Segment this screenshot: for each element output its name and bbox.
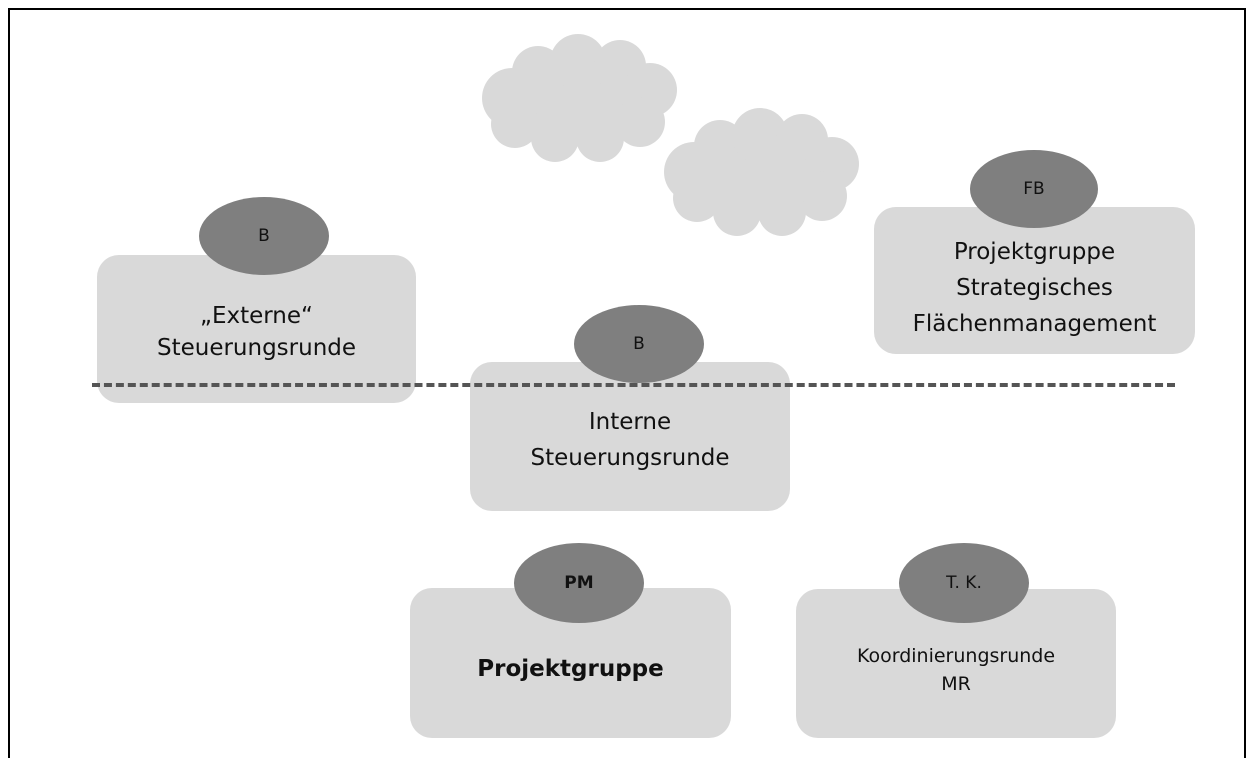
internal-external-divider xyxy=(92,383,1175,387)
strategisch-line3: Flächenmanagement xyxy=(912,310,1157,337)
externe-line2: Steuerungsrunde xyxy=(156,335,357,361)
externe-line1: „Externe“ xyxy=(200,303,313,329)
projektgruppe-badge: PM xyxy=(514,543,644,623)
koordinierung-line1: Koordinierungsrunde xyxy=(856,644,1056,667)
strategisch-line1: Projektgruppe xyxy=(953,238,1116,265)
interne-badge: B xyxy=(574,305,704,383)
koordinierung-line2: MR xyxy=(941,672,971,695)
strategisch-badge: FB xyxy=(970,150,1098,228)
cloud-upper xyxy=(482,34,677,162)
interne-line2: Steuerungsrunde xyxy=(530,444,730,471)
externe-badge: B xyxy=(199,197,329,275)
cloud-lower xyxy=(664,108,859,236)
interne-line1: Interne xyxy=(588,408,672,435)
strategisches-flaechenmanagement-box: Projektgruppe Strategisches Flächenmanag… xyxy=(874,207,1195,354)
externe-steuerungsrunde-box: „Externe“ Steuerungsrunde xyxy=(97,255,416,403)
koordinierung-badge: T. K. xyxy=(899,543,1029,623)
strategisch-line2: Strategisches xyxy=(956,274,1113,301)
projektgruppe-line1: Projektgruppe xyxy=(477,656,664,682)
